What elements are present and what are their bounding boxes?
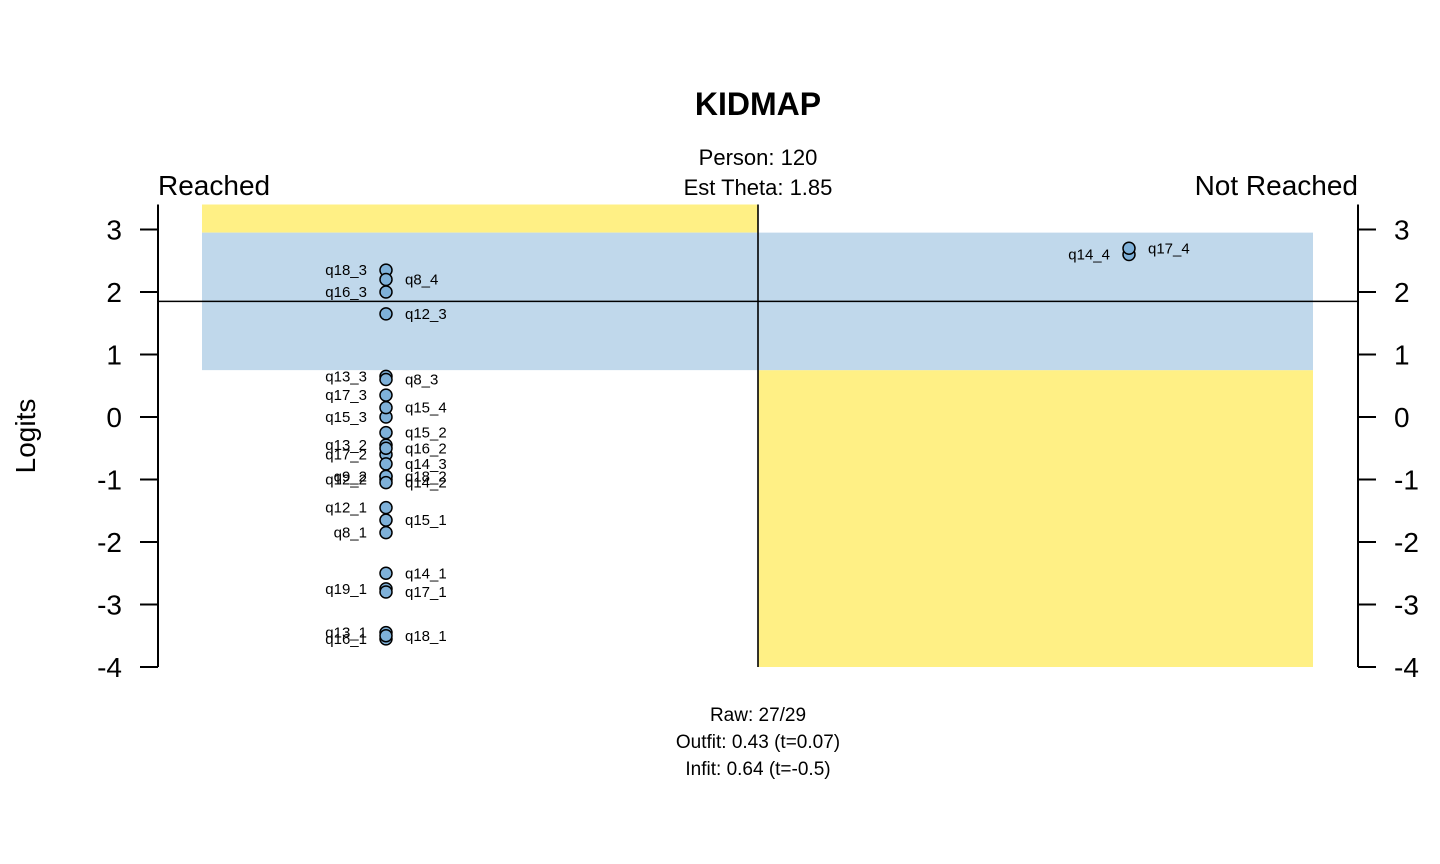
item-point [379, 525, 393, 540]
item-label: q13_1 [325, 625, 367, 642]
item-label: q14_1 [405, 565, 447, 582]
item-point [379, 272, 393, 287]
item-point [379, 285, 393, 299]
item-label: q15_1 [405, 512, 447, 529]
item-label: q18_3 [325, 262, 367, 279]
left-tick-label: -1 [97, 465, 122, 496]
left-tick-label: -4 [97, 652, 122, 683]
item-label: q16_1 [325, 631, 367, 648]
right-tick-label: 0 [1394, 402, 1410, 433]
left-tick-label: 0 [106, 402, 122, 433]
theta-label: Est Theta: 1.85 [684, 175, 833, 200]
left-tick-label: -3 [97, 590, 122, 621]
item-label: q14_3 [405, 456, 447, 473]
item-point [379, 629, 393, 643]
raw-score: Raw: 27/29 [710, 705, 806, 726]
left-tick-label: 2 [106, 277, 122, 308]
item-label: q8_4 [405, 272, 438, 289]
item-point [379, 400, 393, 415]
right-tick-label: 2 [1394, 277, 1410, 308]
left-tick-label: 1 [106, 340, 122, 371]
item-point [379, 475, 393, 490]
right-tick-label: 3 [1394, 215, 1410, 246]
item-label: q12_3 [405, 306, 447, 323]
not-reached-header: Not Reached [1195, 170, 1358, 201]
item-point [379, 372, 393, 387]
item-label: q15_3 [325, 409, 367, 426]
item-point [379, 425, 393, 440]
item-point [379, 388, 393, 402]
item-label: q18_1 [405, 628, 447, 645]
item-label: q13_2 [325, 437, 367, 454]
item-point [1122, 241, 1136, 255]
item-label: q13_3 [325, 368, 367, 385]
chart-title: KIDMAP [695, 86, 821, 122]
left-tick-label: 3 [106, 215, 122, 246]
item-label: q14_4 [1068, 247, 1110, 264]
right-tick-label: -4 [1394, 652, 1419, 683]
item-label: q15_4 [405, 400, 447, 417]
yellow-region-upper-left [202, 204, 758, 233]
item-label: q16_2 [405, 440, 447, 457]
item-point [379, 513, 393, 527]
item-point [379, 457, 393, 471]
outfit-stat: Outfit: 0.43 (t=0.07) [676, 732, 840, 753]
item-label: q8_3 [405, 372, 438, 389]
reached-header: Reached [158, 170, 270, 201]
item-label: q16_3 [325, 284, 367, 301]
item-point [379, 307, 393, 321]
item-label: q17_4 [1148, 240, 1190, 257]
right-tick-label: 1 [1394, 340, 1410, 371]
item-label: q17_3 [325, 387, 367, 404]
item-point [379, 566, 393, 580]
item-label: q8_1 [334, 525, 367, 542]
item-points: q18_3q16_3q13_3q17_3q15_3q13_2q17_2q9_2q… [325, 240, 1189, 648]
item-label: q17_2 [325, 447, 367, 464]
item-label: q12_1 [325, 500, 367, 517]
theta-lines [158, 204, 1358, 667]
item-label: q9_2 [334, 468, 367, 485]
item-point [379, 500, 393, 515]
item-label: q18_2 [405, 468, 447, 485]
item-label: q19_1 [325, 581, 367, 598]
item-label: q17_1 [405, 584, 447, 601]
infit-stat: Infit: 0.64 (t=-0.5) [685, 759, 830, 780]
person-label: Person: 120 [699, 145, 818, 170]
item-label: q15_2 [405, 425, 447, 442]
item-label: q12_2 [325, 472, 367, 489]
right-tick-label: -1 [1394, 465, 1419, 496]
item-label: q14_2 [405, 475, 447, 492]
axes: 3 3 2 2 1 1 0 0 -1 -1 -2 -2 -3 -3 -4 -4 [97, 204, 1419, 683]
yellow-region-lower-right [758, 370, 1313, 667]
item-point [379, 441, 393, 455]
right-tick-label: -3 [1394, 590, 1419, 621]
left-tick-label: -2 [97, 527, 122, 558]
item-point [379, 585, 393, 599]
right-tick-label: -2 [1394, 527, 1419, 558]
y-axis-label: Logits [10, 399, 41, 474]
